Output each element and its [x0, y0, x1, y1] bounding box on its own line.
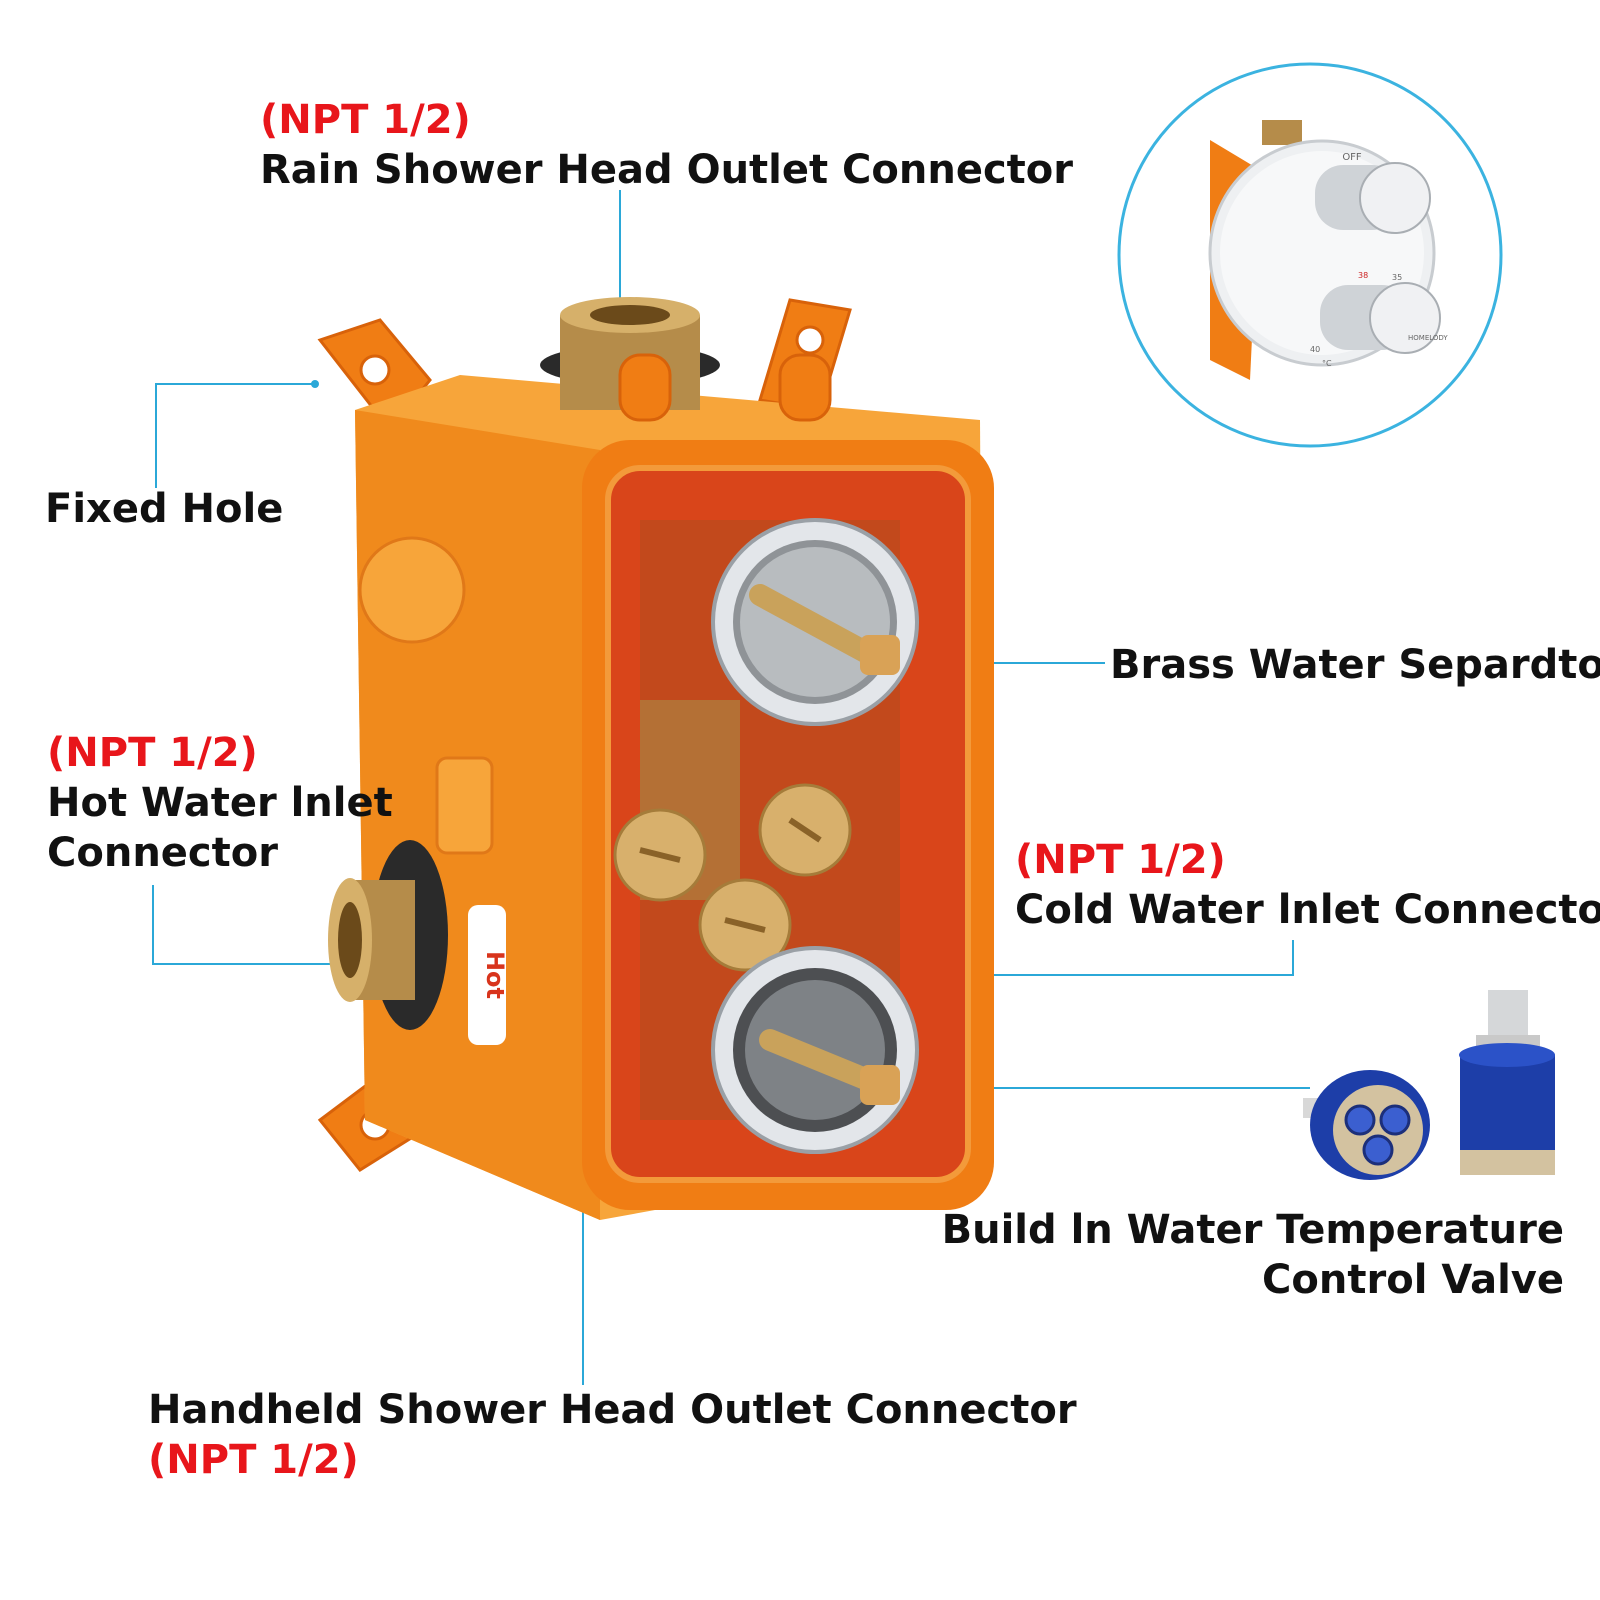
handheld-outlet-label: Handheld Shower Head Outlet Connector — [148, 1387, 1077, 1433]
faucet-trim-icon: OFF HOMELODY 38 35 40 °C — [1117, 62, 1503, 448]
temp-valve-label-line1: Build ln Water Temperature — [941, 1207, 1564, 1253]
ceramic-cartridge-icon — [1303, 990, 1555, 1180]
inset-temp-3: 40 — [1310, 345, 1320, 354]
cold-inlet-label: Cold Water lnlet Connector — [1015, 887, 1600, 933]
inset-temp-unit: °C — [1322, 359, 1332, 368]
hot-inlet-spec: (NPT 1/2) — [47, 730, 258, 776]
rain-outlet-spec: (NPT 1/2) — [260, 97, 471, 143]
inset-off-label: OFF — [1342, 152, 1362, 163]
hot-sticker-text: Hot — [481, 951, 509, 999]
handheld-outlet-spec: (NPT 1/2) — [148, 1437, 359, 1483]
brass-separator-label: Brass Water Separdtor — [1110, 642, 1600, 688]
temp-valve-label-line2: Control Valve — [1262, 1257, 1564, 1303]
inset-brand: HOMELODY — [1408, 334, 1448, 342]
cold-inlet-spec: (NPT 1/2) — [1015, 837, 1226, 883]
inset-temp-1: 38 — [1358, 271, 1368, 280]
hot-inlet-label-line2: Connector — [47, 830, 278, 876]
inset-temp-2: 35 — [1392, 273, 1402, 282]
leader-hot-inlet — [152, 885, 345, 965]
hot-inlet-label-line1: Hot Water lnlet — [47, 780, 393, 826]
thermostatic-valve-box-icon: Hot — [317, 297, 994, 1220]
leader-fixed-hole — [155, 383, 315, 488]
fixed-hole-label: Fixed Hole — [45, 486, 284, 532]
rain-outlet-label: Rain Shower Head Outlet Connector — [260, 147, 1074, 193]
